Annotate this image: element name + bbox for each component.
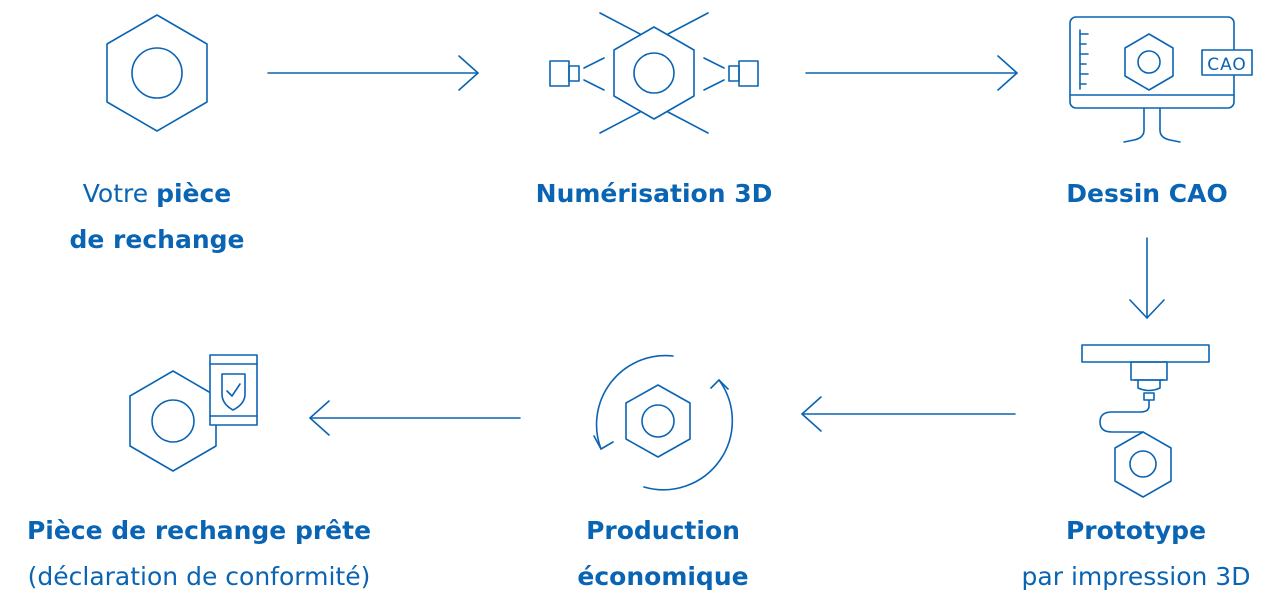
cad-badge-label: CAO [1207, 55, 1247, 75]
caption-line: Votre [82, 179, 157, 208]
caption-bold: Numérisation 3D [535, 179, 773, 208]
caption-bold: Dessin CAO [1066, 179, 1228, 208]
caption-bold: Pièce de rechange prête [26, 516, 372, 545]
certified-nut-icon [129, 354, 258, 472]
caption-bold: Production [586, 516, 740, 545]
caption-line: par impression 3D [1021, 562, 1251, 591]
arrow-left-icon [309, 400, 521, 436]
cycle-production-icon [593, 354, 734, 491]
caption-bold: économique [577, 562, 749, 591]
step-caption-production: Production économique [533, 508, 793, 594]
arrow-down-icon [1129, 237, 1165, 319]
hex-nut-icon [106, 14, 208, 132]
step-caption-scan: Numérisation 3D [504, 171, 804, 217]
caption-bold: de rechange [69, 225, 245, 254]
step-caption-cad: Dessin CAO [1022, 171, 1272, 217]
3d-printer-icon [1081, 344, 1210, 498]
cad-monitor-icon [1069, 16, 1253, 143]
step-caption-prototype: Prototype par impression 3D [1000, 508, 1272, 594]
step-caption-ready: Pièce de rechange prête (déclaration de … [3, 508, 395, 594]
arrow-left-icon [801, 396, 1016, 432]
caption-bold: pièce [156, 179, 232, 208]
3d-scan-icon [549, 12, 759, 134]
arrow-right-icon [805, 55, 1018, 91]
caption-bold: Prototype [1065, 516, 1207, 545]
step-caption-piece: Votre pièce de rechange [47, 171, 267, 263]
arrow-right-icon [267, 55, 479, 91]
caption-line: (déclaration de conformité) [27, 562, 371, 591]
